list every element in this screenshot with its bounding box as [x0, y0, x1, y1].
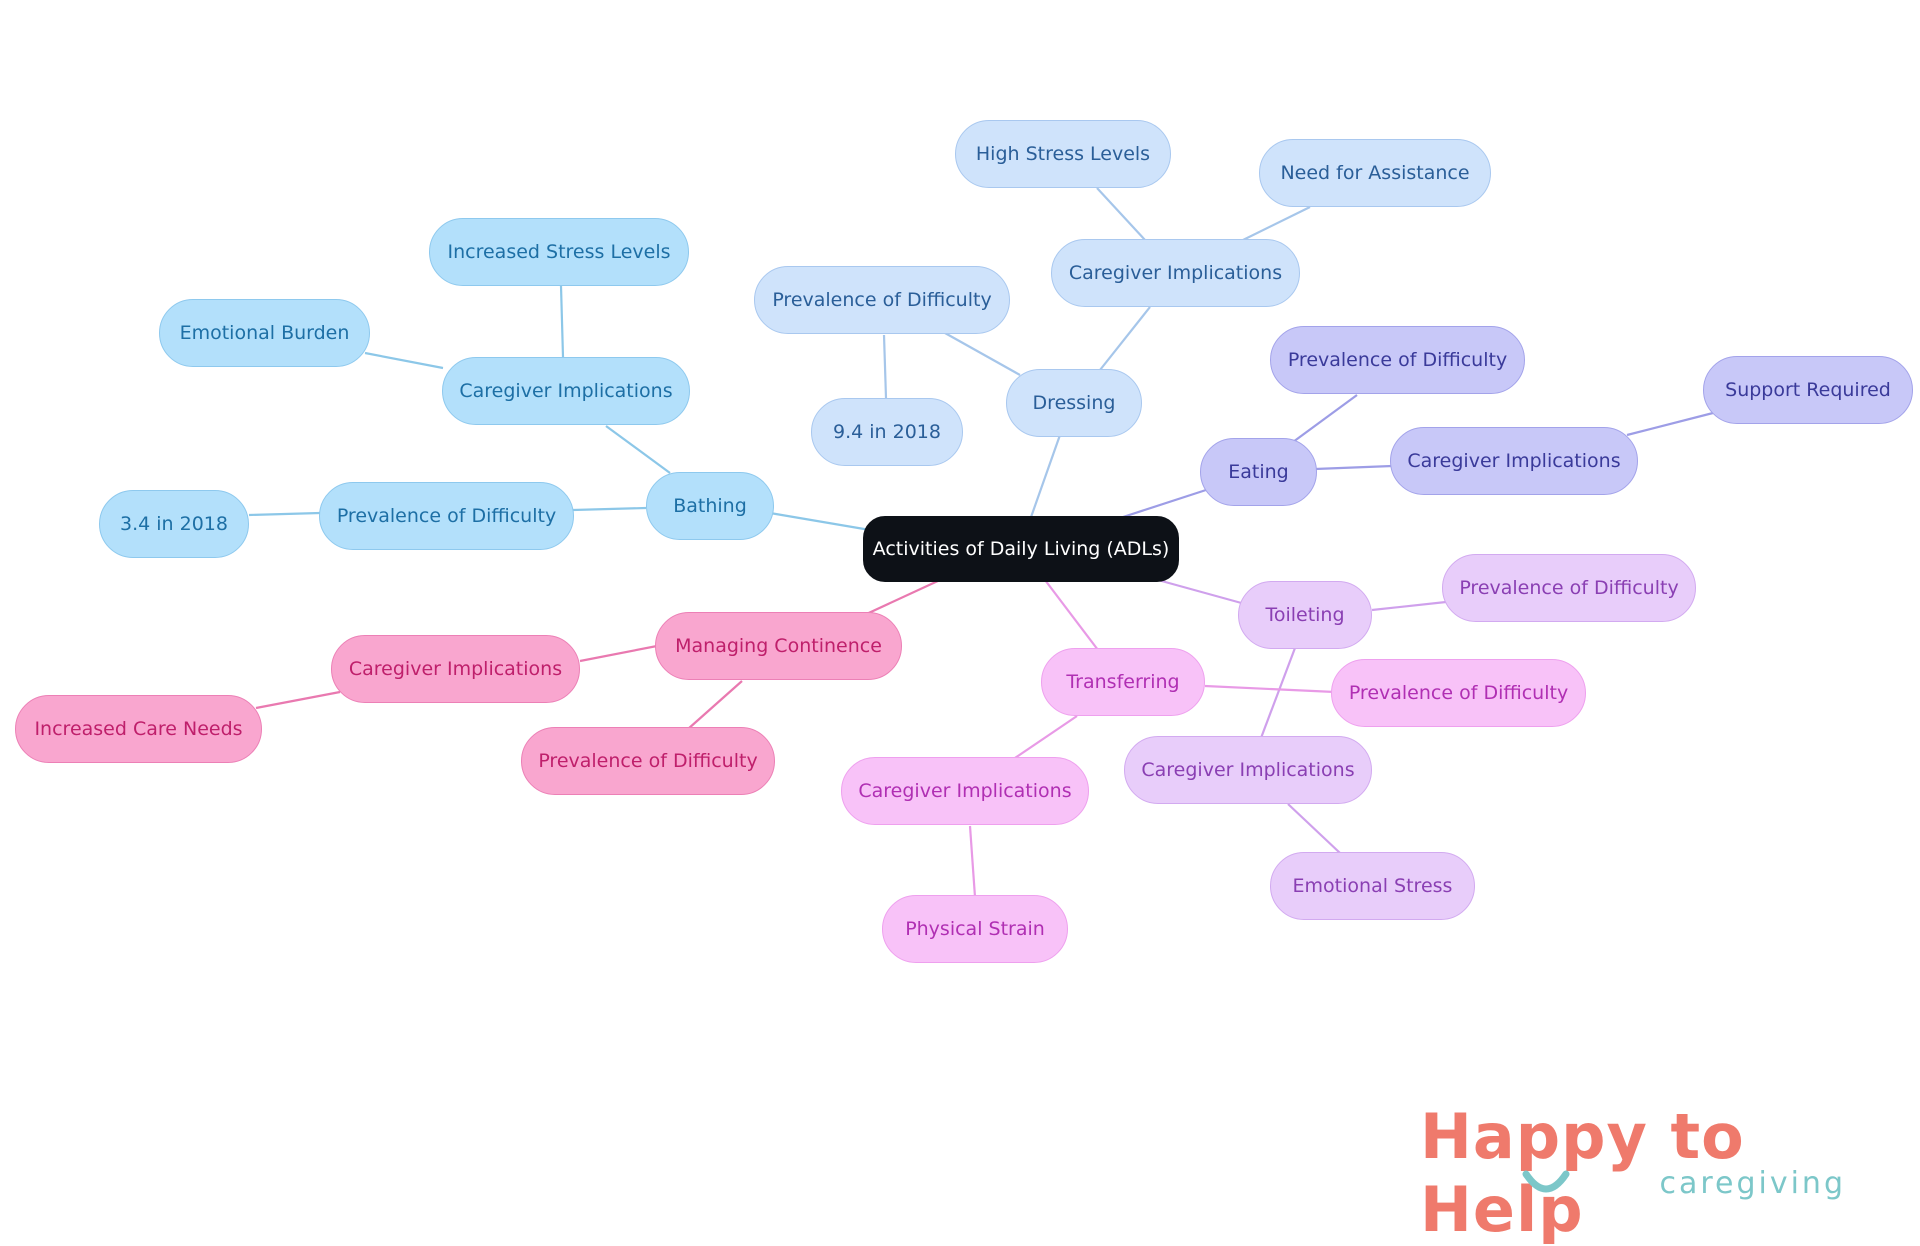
edge-transferring-caregiver-physical: [968, 825, 977, 898]
edge-root-toileting: [1157, 578, 1246, 606]
edge-root-transferring: [1044, 579, 1099, 651]
toileting-caregiver-node[interactable]: Caregiver Implications: [1124, 736, 1372, 804]
dressing-prevalence-value-node[interactable]: 9.4 in 2018: [811, 398, 963, 466]
edge-eating-prevalence: [1292, 394, 1358, 443]
mind-map: Activities of Daily Living (ADLs) Bathin…: [15, 120, 1913, 963]
edge-dressing-caregiver-need: [1242, 206, 1311, 241]
dressing-high-stress-node[interactable]: High Stress Levels: [955, 120, 1171, 188]
toileting-prevalence-node[interactable]: Prevalence of Difficulty: [1442, 554, 1696, 622]
root-node[interactable]: Activities of Daily Living (ADLs): [863, 516, 1179, 582]
transferring-caregiver-node[interactable]: Caregiver Implications: [841, 757, 1089, 825]
dressing-prevalence-node[interactable]: Prevalence of Difficulty: [754, 266, 1010, 334]
bathing-burden-node[interactable]: Emotional Burden: [159, 299, 370, 367]
dressing-node[interactable]: Dressing: [1006, 369, 1142, 437]
bathing-stress-node[interactable]: Increased Stress Levels: [429, 218, 689, 286]
continence-care-needs-node[interactable]: Increased Care Needs: [15, 695, 262, 763]
edge-transferring-caregiver: [1011, 715, 1078, 761]
continence-caregiver-node[interactable]: Caregiver Implications: [331, 635, 580, 703]
edge-continence-prevalence: [687, 680, 743, 730]
edge-root-dressing: [1028, 434, 1062, 521]
logo-wordmark: Happy to Help: [1420, 1100, 1745, 1246]
edge-eating-caregiver-support: [1626, 411, 1714, 437]
toileting-emotional-stress-node[interactable]: Emotional Stress: [1270, 852, 1475, 920]
bathing-node[interactable]: Bathing: [646, 472, 774, 540]
edge-root-continence: [859, 579, 941, 618]
edge-dressing-caregiver-high: [1096, 187, 1146, 241]
logo-smile-icon: [1522, 1170, 1570, 1193]
edge-bathing-caregiver-stress: [559, 285, 565, 358]
edge-toileting-prevalence: [1371, 600, 1447, 612]
edge-dressing-prevalence-value: [882, 334, 888, 399]
eating-caregiver-node[interactable]: Caregiver Implications: [1390, 427, 1638, 495]
bathing-prevalence-value-node[interactable]: 3.4 in 2018: [99, 490, 249, 558]
edge-transferring-prevalence: [1204, 684, 1336, 694]
transferring-physical-strain-node[interactable]: Physical Strain: [882, 895, 1068, 963]
transferring-prevalence-node[interactable]: Prevalence of Difficulty: [1331, 659, 1586, 727]
brand-logo: Happy to Help caregiving: [1420, 1100, 1890, 1246]
edge-toileting-caregiver-emotional: [1287, 803, 1341, 854]
bathing-caregiver-node[interactable]: Caregiver Implications: [442, 357, 690, 425]
edge-bathing-caregiver: [605, 425, 671, 474]
logo-tagline: caregiving: [1659, 1166, 1846, 1201]
edge-continence-caregiver: [579, 644, 658, 663]
eating-support-node[interactable]: Support Required: [1703, 356, 1913, 424]
edge-dressing-caregiver: [1099, 306, 1151, 371]
edge-dressing-prevalence: [944, 332, 1021, 376]
continence-node[interactable]: Managing Continence: [655, 612, 902, 680]
toileting-node[interactable]: Toileting: [1238, 581, 1372, 649]
eating-prevalence-node[interactable]: Prevalence of Difficulty: [1270, 326, 1525, 394]
dressing-caregiver-node[interactable]: Caregiver Implications: [1051, 239, 1300, 307]
eating-node[interactable]: Eating: [1200, 438, 1317, 506]
edge-bathing-prevalence-value: [248, 511, 321, 517]
bathing-prevalence-node[interactable]: Prevalence of Difficulty: [319, 482, 574, 550]
edge-continence-caregiver-needs: [255, 690, 341, 710]
edge-root-eating: [1119, 488, 1207, 520]
edge-root-bathing: [769, 511, 871, 532]
mind-map-connectors: [248, 187, 1714, 898]
edge-eating-caregiver: [1314, 464, 1393, 471]
edge-bathing-caregiver-burden: [364, 351, 444, 370]
edge-bathing-prevalence: [572, 506, 647, 512]
transferring-node[interactable]: Transferring: [1041, 648, 1205, 716]
continence-prevalence-node[interactable]: Prevalence of Difficulty: [521, 727, 775, 795]
dressing-need-assistance-node[interactable]: Need for Assistance: [1259, 139, 1491, 207]
edge-toileting-caregiver: [1259, 647, 1297, 739]
